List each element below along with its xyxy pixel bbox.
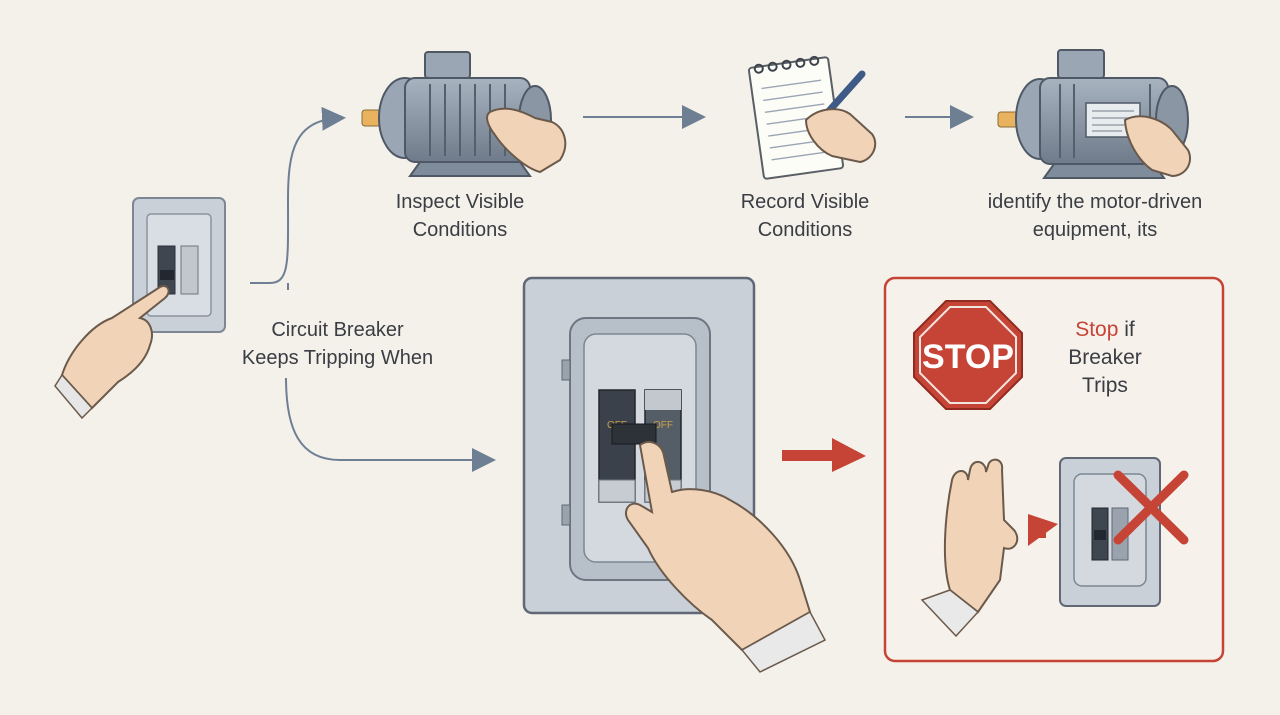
step-label-line: equipment, its bbox=[1032, 219, 1158, 241]
pointing-hand-icon bbox=[624, 441, 827, 673]
step-label-inspect: Inspect Visible Conditions bbox=[380, 188, 540, 244]
pointing-hand-icon bbox=[54, 285, 170, 420]
step-label-line: Conditions bbox=[412, 219, 508, 241]
step-label-line: identify the motor-driven bbox=[987, 191, 1203, 213]
stop-text-line: Breaker bbox=[1068, 346, 1142, 369]
step-label-identify: identify the motor-driven equipment, its bbox=[960, 188, 1230, 244]
step-label-record: Record Visible Conditions bbox=[725, 188, 885, 244]
branch-connector bbox=[285, 377, 496, 472]
notepad-icon bbox=[747, 55, 877, 180]
breaker-off-label: OFF bbox=[653, 420, 673, 431]
branch-connector bbox=[250, 106, 346, 284]
raised-hand-icon bbox=[920, 458, 1019, 638]
stop-word: Stop bbox=[1075, 318, 1119, 341]
stop-sign-icon: STOP bbox=[913, 300, 1023, 410]
start-label-line: Keeps Tripping When bbox=[241, 347, 434, 369]
stop-warning-text: Stop if Breaker Trips bbox=[1050, 316, 1160, 400]
step-label-line: Inspect Visible bbox=[395, 191, 525, 213]
start-label: Circuit Breaker Keeps Tripping When bbox=[225, 316, 450, 372]
warning-arrow bbox=[1028, 514, 1058, 546]
start-label-line: Circuit Breaker bbox=[271, 319, 404, 341]
stop-text-line: Trips bbox=[1082, 374, 1128, 397]
warning-arrow bbox=[782, 438, 866, 472]
stop-text-rest: if bbox=[1118, 318, 1135, 341]
small-breaker-icon bbox=[1059, 457, 1161, 607]
motor-icon bbox=[997, 49, 1191, 179]
red-x-icon bbox=[1113, 470, 1189, 545]
hand-icon bbox=[486, 107, 567, 174]
stop-sign-text: STOP bbox=[922, 338, 1014, 376]
step-label-line: Conditions bbox=[757, 219, 853, 241]
step-label-line: Record Visible bbox=[740, 191, 870, 213]
